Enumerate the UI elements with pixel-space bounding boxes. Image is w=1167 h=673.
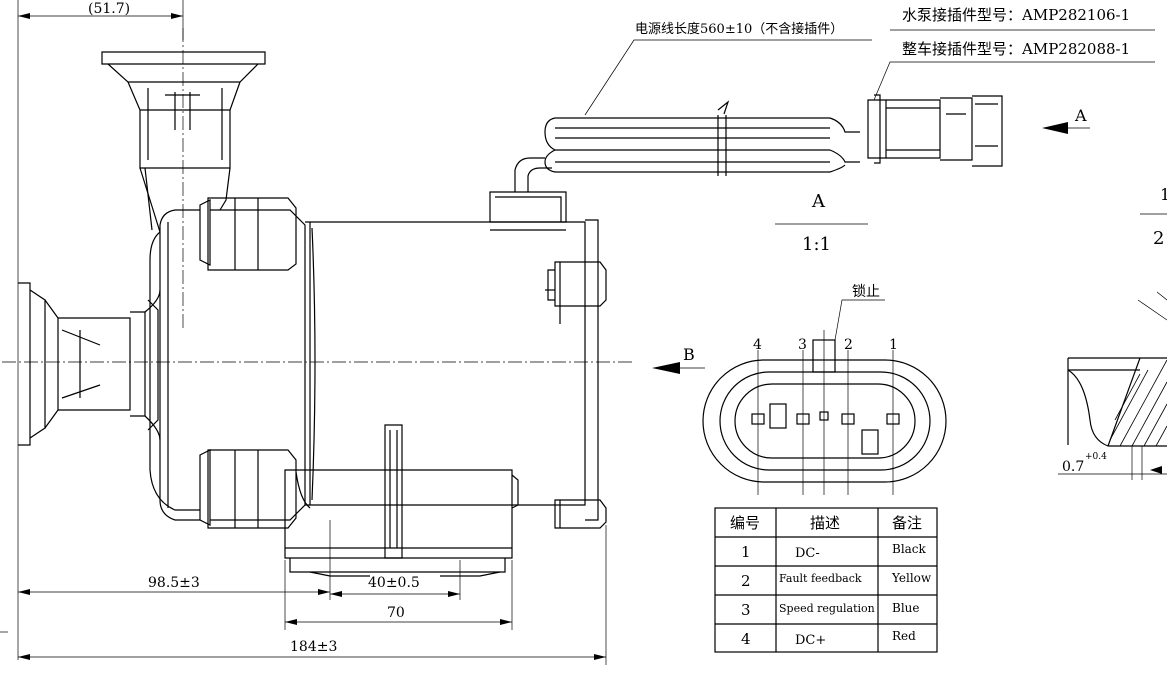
view-a-scale: 1:1 [802, 234, 831, 255]
pin-label-4: 4 [753, 337, 762, 353]
table-header-desc: 描述 [810, 514, 840, 532]
view-a-title: A [811, 191, 826, 212]
partial-label-top: 1 [1160, 185, 1167, 204]
pin-table: 编号 描述 备注 1 DC- Black 2 Fault feedback Ye… [714, 507, 938, 653]
connector-face-view [702, 299, 947, 495]
cable-length-note: 电源线长度560±10（不含接插件） [635, 21, 843, 37]
table-row-4-desc: DC+ [795, 633, 826, 648]
table-row-3-desc: Speed regulation [779, 602, 875, 615]
dim-top-ref: (51.7) [88, 1, 130, 17]
table-row-2-no: 2 [741, 572, 751, 590]
pin-label-2: 2 [844, 337, 853, 353]
table-row-3-note: Blue [892, 601, 920, 615]
table-row-3-no: 3 [741, 601, 751, 619]
table-row-2-note: Yellow [891, 571, 932, 585]
pump-connector-model: 水泵接插件型号：AMP282106-1 [902, 6, 1130, 24]
table-row-4-note: Red [892, 629, 916, 643]
table-row-1-no: 1 [741, 543, 751, 561]
dim-98-5: 98.5±3 [148, 575, 200, 591]
labels: (51.7) 98.5±3 40±0.5 70 184±3 电源线长度560±1… [88, 1, 1167, 655]
view-a-arrow-label: A [1074, 106, 1087, 125]
table-header-no: 编号 [730, 514, 760, 532]
view-b-arrow [652, 362, 705, 374]
table-row-1-desc: DC- [795, 546, 820, 561]
tolerance-sup: +0.4 [1085, 452, 1107, 462]
pin-label-1: 1 [889, 337, 898, 353]
pin-label-3: 3 [798, 337, 807, 353]
pump-side-view [2, 0, 1155, 660]
tolerance-value: 0.7 [1062, 459, 1084, 475]
view-a-arrow [1042, 122, 1090, 134]
dim-184: 184±3 [290, 639, 337, 655]
dim-40: 40±0.5 [368, 575, 420, 591]
dim-70: 70 [387, 605, 405, 621]
partial-label-bottom: 2 [1153, 228, 1164, 249]
table-row-1-note: Black [892, 542, 927, 556]
dimension-lines [0, 13, 607, 665]
partial-detail-view [1058, 213, 1167, 480]
lock-label: 锁止 [852, 284, 880, 300]
table-row-2-desc: Fault feedback [779, 572, 862, 585]
vehicle-connector-model: 整车接插件型号：AMP282088-1 [902, 40, 1130, 58]
table-header-note: 备注 [892, 514, 922, 532]
table-row-4-no: 4 [741, 630, 751, 648]
view-b-arrow-label: B [683, 345, 695, 364]
